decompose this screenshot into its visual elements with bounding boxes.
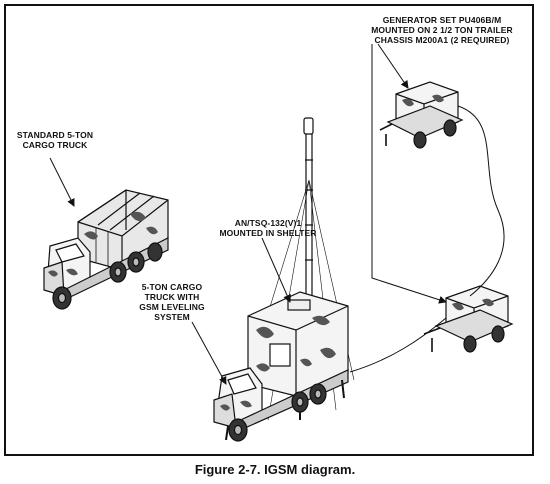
standard-cargo-truck [43,189,169,310]
cargo-truck-arrow [191,321,227,385]
cargo-truck-label-line1: 5-TON CARGO [141,282,203,292]
shelter-label: AN/TSQ-132(V)1 MOUNTED IN SHELTER [218,218,318,238]
generator-label-line3: CHASSIS M200A1 (2 REQUIRED) [374,35,510,45]
shelter-truck [213,117,355,442]
generator-arrow-bottom [371,44,447,304]
figure-caption: Figure 2-7. IGSM diagram. [194,462,356,477]
shelter-label-line1: AN/TSQ-132(V)1 [234,218,302,228]
shelter-arrow [261,237,291,303]
generator-arrow-top [377,43,409,89]
cargo-truck-label-line4: SYSTEM [154,312,190,322]
power-cable-to-truck [349,317,447,373]
cargo-truck-label: 5-TON CARGO TRUCK WITH GSM LEVELING SYST… [126,282,218,322]
generator-label-line2: MOUNTED ON 2 1/2 TON TRAILER [371,25,513,35]
generator-label: GENERATOR SET PU406B/M MOUNTED ON 2 1/2 … [352,15,532,45]
cargo-truck-label-line2: TRUCK WITH [144,292,200,302]
standard-truck-label-line2: CARGO TRUCK [22,140,88,150]
cargo-truck-label-line3: GSM LEVELING [139,302,205,312]
standard-truck-arrow [49,157,75,207]
generator-set-top [379,81,464,149]
power-cable [457,105,505,297]
generator-set-bottom [423,285,514,353]
shelter-label-line2: MOUNTED IN SHELTER [219,228,317,238]
generator-label-line1: GENERATOR SET PU406B/M [382,15,502,25]
standard-truck-label: STANDARD 5-TON CARGO TRUCK [10,130,100,150]
standard-truck-label-line1: STANDARD 5-TON [16,130,94,140]
